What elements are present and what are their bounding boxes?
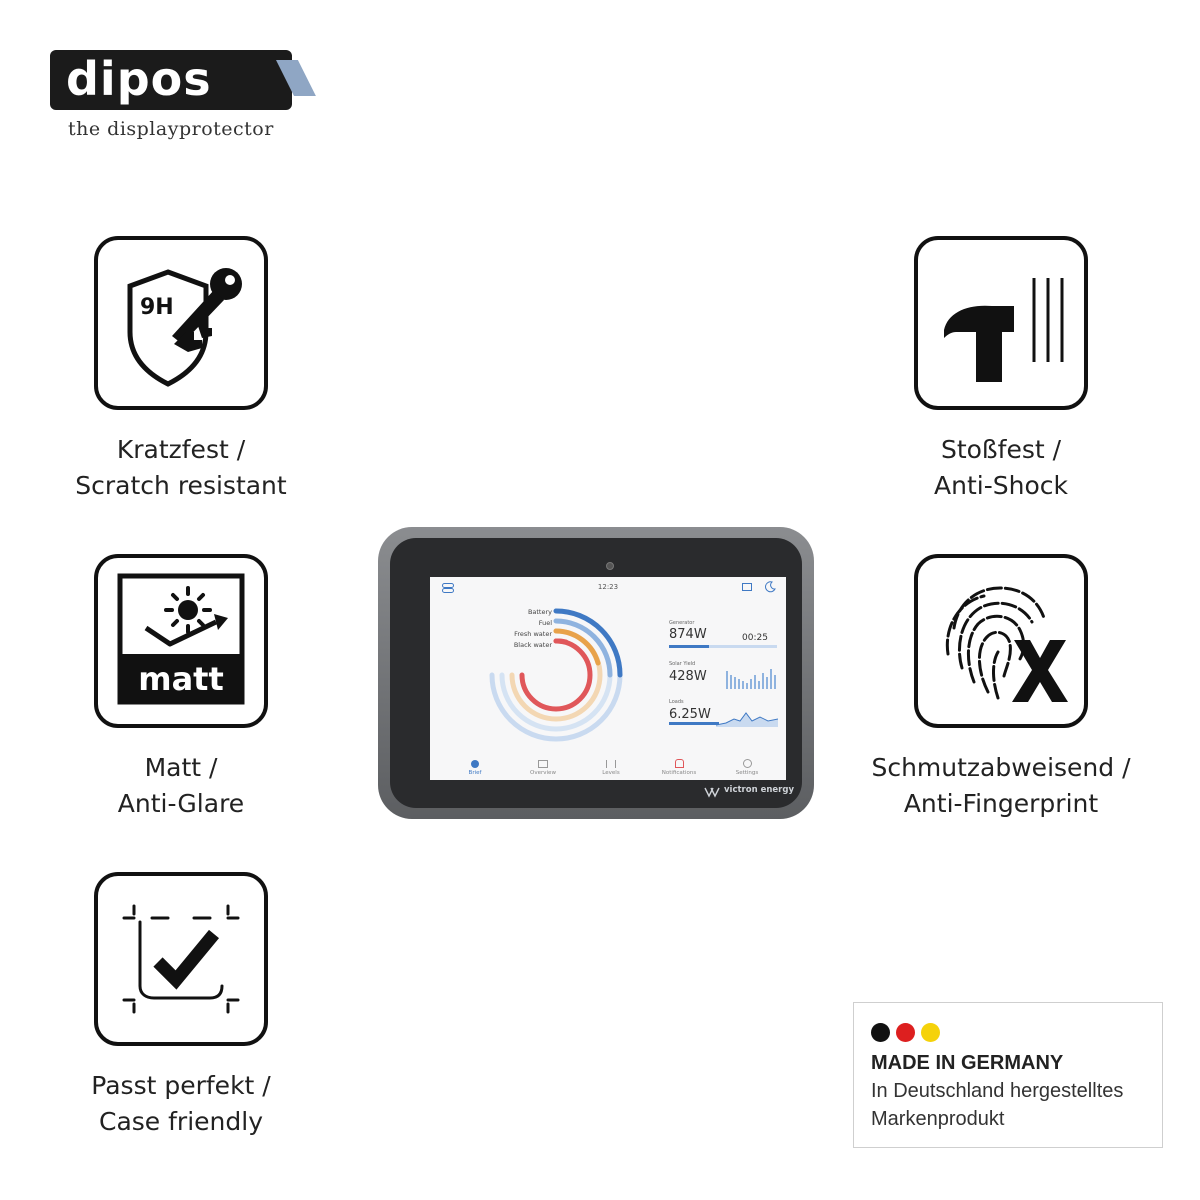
fingerprint-x-icon (945, 586, 1068, 702)
solar-value: 428W (669, 669, 707, 684)
brand-badge: dipos (50, 50, 316, 110)
fit-caption: Passt perfekt / Case friendly (31, 1068, 331, 1140)
overview-icon (538, 760, 548, 768)
made-in-line-1: In Deutschland hergestelltes (871, 1080, 1124, 1102)
legend-black-water: Black water (513, 641, 552, 649)
shock-caption-de: Stoßfest / (940, 435, 1062, 464)
nav-levels-label: Levels (602, 770, 620, 776)
matt-caption-en: Anti-Glare (117, 789, 245, 818)
legend-fresh-water: Fresh water (514, 630, 552, 638)
feature-anti-glare: matt Matt / Anti-Glare (31, 554, 331, 822)
generator-label: Generator (669, 620, 695, 626)
night-mode-icon[interactable] (764, 581, 776, 593)
nav-levels[interactable]: Levels (581, 760, 641, 776)
fit-icon-box (94, 872, 268, 1046)
bell-icon (674, 759, 684, 768)
nav-overview-label: Overview (530, 770, 556, 776)
shock-icon-box (914, 236, 1088, 410)
device-screen: 12:23 Battery Fuel Fresh water Black wat… (430, 577, 786, 780)
made-in-title: MADE IN GERMANY (871, 1052, 1064, 1074)
tank-level-rings (489, 608, 623, 742)
fit-caption-de: Passt perfekt / (91, 1071, 271, 1100)
nav-brief-label: Brief (468, 770, 482, 776)
matt-sun-icon: matt (117, 573, 245, 705)
nav-notifications[interactable]: Notifications (649, 759, 709, 776)
matt-caption-de: Matt / (144, 753, 218, 782)
shock-caption-en: Anti-Shock (934, 471, 1068, 500)
fingerprint-icon-box (914, 554, 1088, 728)
feature-anti-shock: Stoßfest / Anti-Shock (851, 236, 1151, 504)
device-display: 12:23 Battery Fuel Fresh water Black wat… (378, 527, 814, 819)
flag-dot-gold (921, 1023, 940, 1042)
loads-label: Loads (669, 699, 684, 705)
device-brand: victron energy (724, 785, 794, 795)
fingerprint-caption-de: Schmutzabweisend / (871, 753, 1131, 782)
feature-anti-fingerprint: Schmutzabweisend / Anti-Fingerprint (851, 554, 1151, 822)
gear-icon (742, 759, 752, 768)
solar-label: Solar Yield (669, 661, 696, 667)
device-bezel: 12:23 Battery Fuel Fresh water Black wat… (390, 538, 802, 808)
toggle-icon[interactable] (442, 583, 454, 593)
checkmark-frame-icon (122, 904, 240, 1014)
page-fold-icon (276, 60, 316, 96)
shield-key-icon: 9H (127, 268, 242, 387)
matt-icon-box: matt (94, 554, 268, 728)
solar-sparkline (726, 669, 776, 689)
legend-fuel: Fuel (538, 619, 552, 627)
feature-scratch-resistant: 9H Kratzfest / Scratch resistant (31, 236, 331, 504)
scratch-caption-de: Kratzfest / (116, 435, 246, 464)
shock-caption: Stoßfest / Anti-Shock (851, 432, 1151, 504)
brand-name: dipos (66, 52, 212, 106)
made-in-germany-badge: MADE IN GERMANY In Deutschland hergestel… (853, 1002, 1163, 1148)
screen-mode-icon[interactable] (742, 583, 752, 591)
generator-bar (669, 645, 777, 648)
flag-dot-black (871, 1023, 890, 1042)
brand-logo: dipos the displayprotector (50, 50, 316, 140)
hammer-icon (944, 278, 1064, 382)
scratch-icon-box: 9H (94, 236, 268, 410)
generator-runtime: 00:25 (742, 633, 768, 643)
feature-case-friendly: Passt perfekt / Case friendly (31, 872, 331, 1140)
loads-sparkline (716, 712, 778, 727)
screen-time: 12:23 (597, 583, 619, 591)
fingerprint-caption-en: Anti-Fingerprint (903, 789, 1099, 818)
loads-bar (669, 722, 719, 725)
loads-value: 6.25W (669, 707, 711, 722)
nav-settings-label: Settings (735, 770, 759, 776)
scratch-caption-en: Scratch resistant (75, 471, 287, 500)
levels-icon (606, 760, 616, 768)
nav-notifications-label: Notifications (661, 770, 697, 776)
nav-settings[interactable]: Settings (717, 759, 777, 776)
nav-overview[interactable]: Overview (513, 760, 573, 776)
legend-battery: Battery (527, 608, 552, 616)
nav-brief[interactable]: Brief (445, 760, 505, 776)
generator-value: 874W (669, 627, 707, 642)
fingerprint-caption: Schmutzabweisend / Anti-Fingerprint (851, 750, 1151, 822)
camera-icon (606, 562, 614, 570)
screen-legend: Battery Fuel Fresh water Black water (470, 607, 552, 651)
scratch-caption: Kratzfest / Scratch resistant (31, 432, 331, 504)
made-in-line-2: Markenprodukt (871, 1108, 1005, 1130)
victron-logo-icon (704, 787, 720, 798)
fit-caption-en: Case friendly (99, 1107, 263, 1136)
flag-dot-red (896, 1023, 915, 1042)
hardness-badge: 9H (140, 295, 174, 320)
matt-badge: matt (138, 660, 224, 698)
brand-tagline: the displayprotector (68, 118, 274, 140)
brief-icon (471, 760, 479, 768)
matt-caption: Matt / Anti-Glare (31, 750, 331, 822)
